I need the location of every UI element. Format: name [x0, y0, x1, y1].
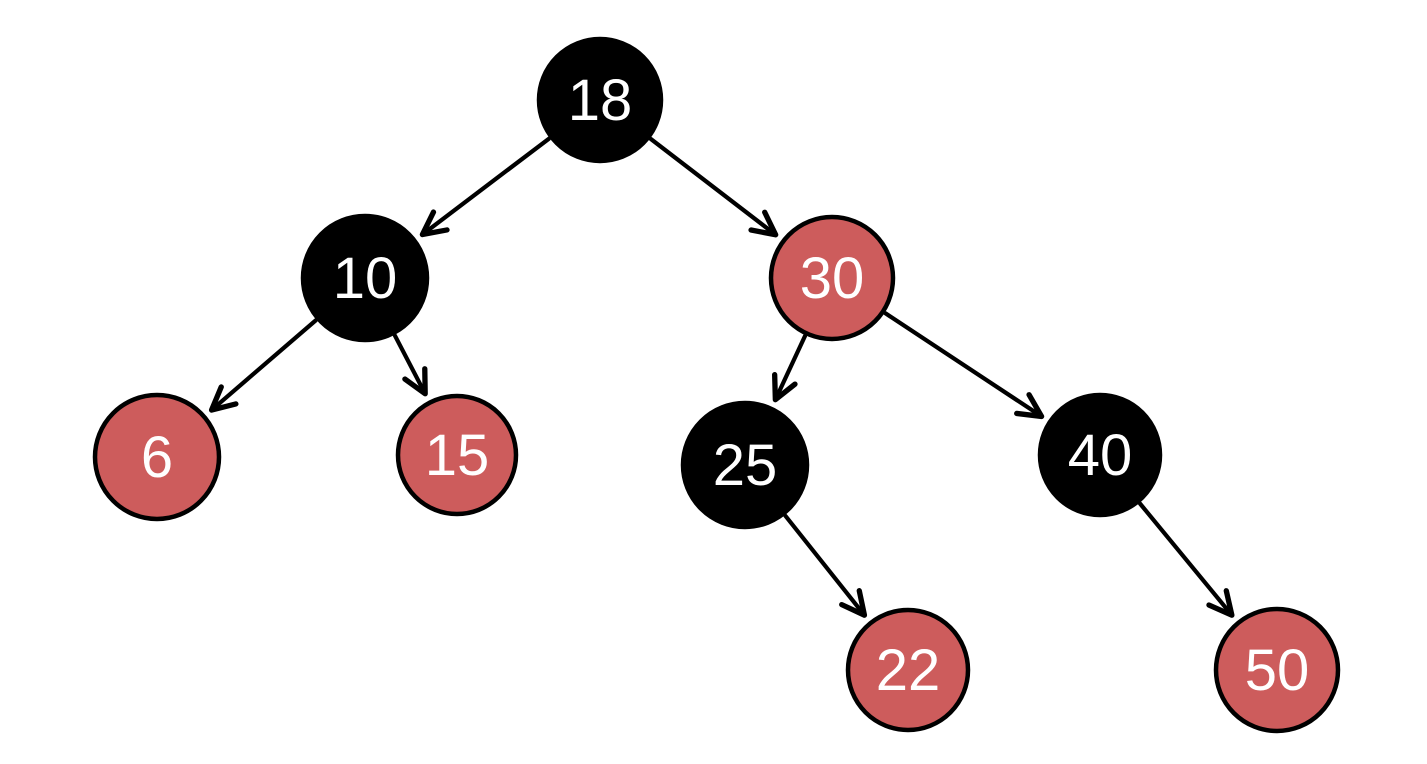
node-circle-15	[395, 393, 519, 517]
node-circle-18	[536, 36, 664, 164]
node-label-15: 15	[425, 423, 490, 488]
tree-edge-18-10	[419, 136, 552, 238]
tree-node-40: 40	[1037, 392, 1163, 518]
node-circle-50	[1213, 606, 1341, 734]
tree-node-10: 10	[300, 213, 430, 343]
node-label-40: 40	[1068, 423, 1133, 488]
node-circle-10	[300, 213, 430, 343]
tree-node-25: 25	[680, 400, 810, 530]
node-label-50: 50	[1245, 638, 1310, 703]
tree-edge-40-50	[1137, 501, 1235, 618]
node-circle-25	[680, 400, 810, 530]
edges-layer	[208, 136, 1235, 618]
nodes-layer: 18 10 30 6 15 25 40 22 50	[92, 36, 1341, 734]
node-label-10: 10	[333, 246, 398, 311]
tree-node-15: 15	[395, 393, 519, 517]
tree-node-6: 6	[92, 392, 222, 522]
node-circle-6	[92, 392, 222, 522]
node-circle-30	[768, 214, 896, 342]
tree-edge-25-22	[783, 513, 868, 618]
node-circle-22	[845, 607, 971, 733]
tree-edge-30-25	[772, 333, 808, 403]
node-label-30: 30	[800, 246, 865, 311]
tree-node-30: 30	[768, 214, 896, 342]
node-label-18: 18	[568, 68, 633, 133]
tree-node-50: 50	[1213, 606, 1341, 734]
node-circle-40	[1037, 392, 1163, 518]
node-label-22: 22	[876, 638, 941, 703]
tree-edge-18-30	[648, 136, 779, 238]
node-label-6: 6	[141, 425, 173, 490]
tree-edge-10-6	[208, 318, 318, 413]
tree-edge-10-15	[392, 333, 428, 397]
tree-node-18: 18	[536, 36, 664, 164]
node-label-25: 25	[713, 433, 778, 498]
tree-node-22: 22	[845, 607, 971, 733]
tree-edge-30-40	[883, 311, 1045, 420]
